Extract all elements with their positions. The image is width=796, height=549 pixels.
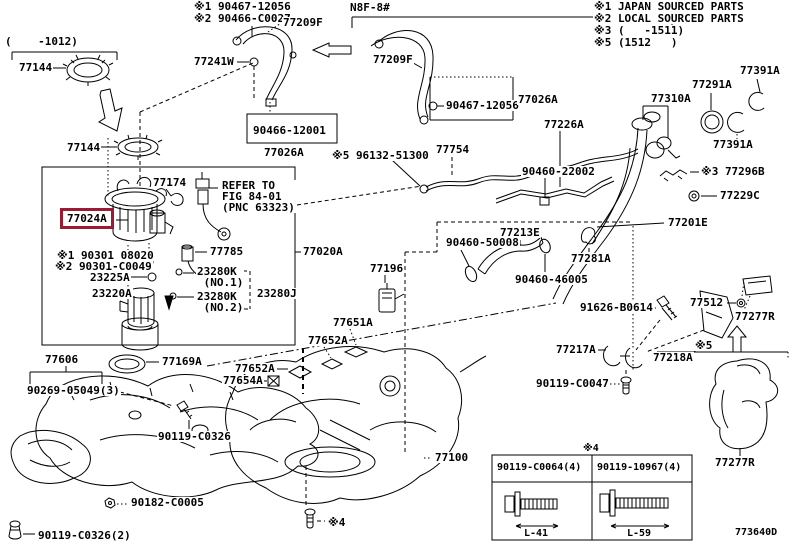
part-label-90119-C0047: 90119-C0047 [535,377,610,390]
part-label-77020A: 77020A [302,245,344,258]
marker-label-4: ※4 [327,516,347,529]
legend-item-4: ※5 (1512 ) [593,36,679,49]
part-label-77241W: 77241W [193,55,235,68]
bolt-table-marker: ※4 [582,443,600,454]
top-left-group [11,51,254,198]
part-label-90467-12056-b: 90467-12056 [445,99,520,112]
fuel-tank-group [225,328,487,529]
part-label-77277R-a: 77277R [734,310,776,323]
bracket-label-1012: ( -1012) [4,35,79,48]
bolt-table-part-b: 90119-10967(4) [596,462,683,473]
part-label-77229C: 77229C [719,189,761,202]
part-label-77391A-b: 77391A [712,138,754,151]
part-label-77651A: 77651A [332,316,374,329]
part-label-77652A-b: 77652A [234,362,276,375]
part-label-77209F-a: 77209F [282,16,324,29]
drawing-code: 773640D [734,527,779,538]
legend-item-2: ※2 LOCAL SOURCED PARTS [593,12,745,25]
part-label-77144-b: 77144 [66,141,102,154]
legend-item-3: ※3 ( -1511) [593,24,686,37]
part-label-23280K-no1: 23280K (NO.1) [196,265,245,289]
marker-label-5: ※5 [694,339,714,352]
part-label-77654A: 77654A [222,374,264,387]
part-label-90119-C0326: 90119-C0326 [157,430,232,443]
part-label-91626-B0614: 91626-B0614 [579,301,654,314]
part-label-77100: 77100 [434,451,470,464]
note-label-90467-12056: ※1 90467-12056 [193,0,292,13]
note-label-96132-51300: ※5 96132-51300 [331,149,430,162]
part-label-77213E: 77213E [499,226,541,239]
note-label-90301-C0049: ※2 90301-C0049 [54,260,153,273]
part-label-77512: 77512 [689,296,725,309]
heat-shield-group [8,302,557,540]
part-label-90460-50008: 90460-50008 [445,236,520,249]
note-label-90466-C0027: ※2 90466-C0027 [193,12,292,25]
part-label-77196: 77196 [369,262,405,275]
part-label-77785: 77785 [209,245,245,258]
part-label-77754: 77754 [435,143,471,156]
note-label-77296B: ※3 77296B [700,165,766,178]
bracket-label-n8f: N8F-8# [349,1,391,14]
part-label-77606: 77606 [44,353,80,366]
part-label-77218A: 77218A [652,351,694,364]
part-label-90119-C0326-2: 90119-C0326(2) [37,529,132,542]
bolt-glyphs [504,489,670,529]
part-label-77174: 77174 [152,176,188,189]
note-refer-to-fig: REFER TO FIG 84-01 (PNC 63323) [221,179,296,214]
part-label-23225A: 23225A [89,271,131,284]
filler-and-tubes-group [391,78,765,455]
part-label-77217A: 77217A [555,343,597,356]
part-label-77226A: 77226A [543,118,585,131]
part-label-77201E: 77201E [667,216,709,229]
part-label-77281A: 77281A [570,252,612,265]
note-label-90301-08020: ※1 90301 08020 [56,249,155,262]
hose-group-left [232,22,338,144]
bolt-table-part-a: 90119-C0064(4) [496,462,583,473]
legend-item-1: ※1 JAPAN SOURCED PARTS [593,0,745,13]
part-label-77169A: 77169A [161,355,203,368]
part-label-77144-a: 77144 [18,61,54,74]
part-label-90460-46005: 90460-46005 [514,273,589,286]
hose-77213E-group [460,227,596,283]
part-label-23220A: 23220A [91,287,133,300]
part-label-90466-12001: 90466-12001 [252,124,327,137]
part-label-77291A: 77291A [691,78,733,91]
part-label-90182-C0005: 90182-C0005 [130,496,205,509]
part-label-77652A-a: 77652A [307,334,349,347]
bolt-length-a: L-41 [523,528,550,539]
part-label-23280K-no2: 23280K (NO.2) [196,290,245,314]
part-label-77209F-b: 77209F [372,53,414,66]
canister-77196 [378,275,405,313]
bolt-table-grid [491,454,693,541]
part-label-90460-22002: 90460-22002 [521,165,596,178]
part-label-90269-05049: 90269-05049(3) [26,384,121,397]
bolt-length-b: L-59 [626,528,653,539]
part-label-77026A-a: 77026A [263,146,305,159]
part-label-77024A: 77024A [60,208,114,229]
part-label-77277R-b: 77277R [714,456,756,469]
part-label-77026A-b: 77026A [517,93,559,106]
part-label-77391A-a: 77391A [739,64,781,77]
part-label-77310A: 77310A [650,92,692,105]
part-label-23280J: 23280J [256,287,298,300]
